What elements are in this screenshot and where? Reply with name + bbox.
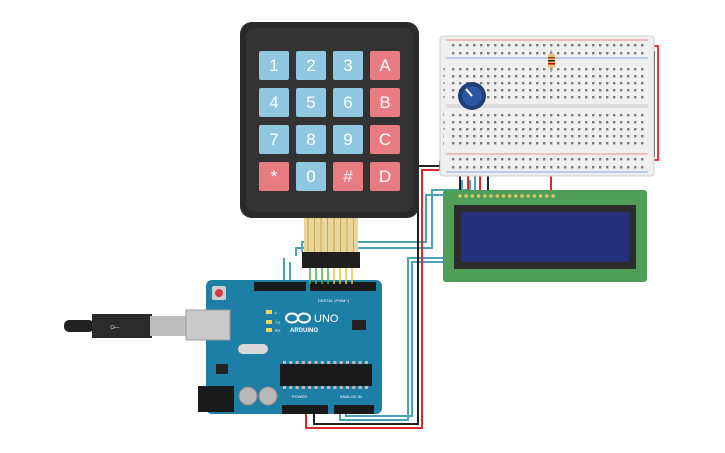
row-letter: j (442, 140, 444, 145)
keypad-key[interactable]: B (370, 88, 400, 117)
row-letter: i (443, 133, 444, 138)
keypad-connector-header (302, 252, 360, 268)
analog-label: ANALOG IN (340, 394, 362, 399)
keypad-key-label: 4 (269, 93, 278, 112)
keypad-key-label: 7 (269, 130, 278, 149)
keypad-key[interactable]: 4 (259, 88, 289, 117)
digital-pin-wires (309, 268, 353, 284)
row-letter: d (443, 87, 445, 92)
keypad-key[interactable]: 0 (296, 162, 326, 191)
arduino-power-jack (198, 386, 234, 412)
arduino-model: UNO (314, 313, 339, 325)
resistor[interactable] (548, 50, 555, 72)
power-header (282, 405, 328, 414)
keypad-key-label: 0 (306, 167, 315, 186)
digital-label: DIGITAL (PWM~) (318, 298, 350, 303)
keypad-key-label: * (271, 167, 278, 186)
breadboard-holes (452, 44, 644, 169)
keypad-key[interactable]: 2 (296, 51, 326, 80)
keypad-key[interactable]: # (333, 162, 363, 191)
keypad-keys: 1 2 3 A 4 5 6 B 7 8 9 C * 0 # D (259, 51, 400, 191)
row-letter: b (443, 73, 446, 78)
row-letter: h (443, 126, 445, 131)
keypad-key[interactable]: 5 (296, 88, 326, 117)
keypad-ribbon (304, 218, 358, 252)
breadboard: a b c d e f g h i j (439, 35, 655, 177)
keypad-key[interactable]: 1 (259, 51, 289, 80)
keypad-key-label: 9 (343, 130, 352, 149)
keypad-key-label: 5 (306, 93, 315, 112)
keypad-key[interactable]: A (370, 51, 400, 80)
led-label: RX (275, 328, 281, 333)
keypad-key[interactable]: * (259, 162, 289, 191)
row-letter: f (443, 112, 445, 117)
arduino-uno-board: DIGITAL (PWM~) L TX RX ARDUINO UNO (185, 280, 382, 414)
keypad-key-label: 2 (306, 56, 315, 75)
digital-header-1 (254, 282, 306, 291)
keypad-key[interactable]: 9 (333, 125, 363, 154)
arduino-usb-port (185, 309, 231, 341)
keypad-key[interactable]: 6 (333, 88, 363, 117)
row-letter: c (443, 80, 445, 85)
power-label: POWER (292, 394, 307, 399)
keypad-key[interactable]: C (370, 125, 400, 154)
keypad-key[interactable]: 8 (296, 125, 326, 154)
keypad-key-label: 3 (343, 56, 352, 75)
capacitor-1 (238, 386, 258, 406)
keypad-key-label: D (379, 167, 391, 186)
keypad-key-label: C (379, 130, 391, 149)
row-letter: a (443, 66, 446, 71)
keypad-key-label: A (379, 56, 391, 75)
row-letter: g (443, 119, 445, 124)
keypad-key-label: 1 (269, 56, 278, 75)
capacitor-2 (258, 386, 278, 406)
keypad-key[interactable]: 7 (259, 125, 289, 154)
usb-icon: ⟜ (110, 319, 120, 333)
arduino-logo: ARDUINO UNO (285, 312, 339, 334)
crystal (238, 344, 268, 354)
led-label: L (275, 310, 278, 315)
potentiometer[interactable] (458, 82, 486, 110)
breadboard-center-channel (446, 104, 648, 108)
wire-analog-to-lcd-1 (339, 257, 444, 421)
keypad-key-label: B (379, 93, 390, 112)
analog-header (334, 405, 374, 414)
row-letter: e (443, 94, 446, 99)
keypad-key[interactable]: D (370, 162, 400, 191)
keypad-key[interactable]: 3 (333, 51, 363, 80)
digital-header-2 (310, 282, 376, 291)
keypad-key-label: # (343, 167, 353, 186)
keypad-key-label: 8 (306, 130, 315, 149)
keypad: 1 2 3 A 4 5 6 B 7 8 9 C * 0 # D (240, 22, 419, 268)
wire-keypad-ribbon-2 (295, 180, 471, 256)
lcd-screen (461, 212, 629, 262)
lcd-pins (458, 194, 555, 198)
usb-cable: ⟜ (64, 314, 186, 338)
keypad-key-label: 6 (343, 93, 352, 112)
arduino-brand: ARDUINO (290, 328, 318, 334)
arduino-leds: L TX RX (266, 310, 281, 333)
atmega-chip (280, 364, 372, 386)
lcd-display (443, 190, 647, 282)
led-label: TX (275, 320, 280, 325)
breadboard-row-letters: a b c d e f g h i j (442, 66, 446, 145)
